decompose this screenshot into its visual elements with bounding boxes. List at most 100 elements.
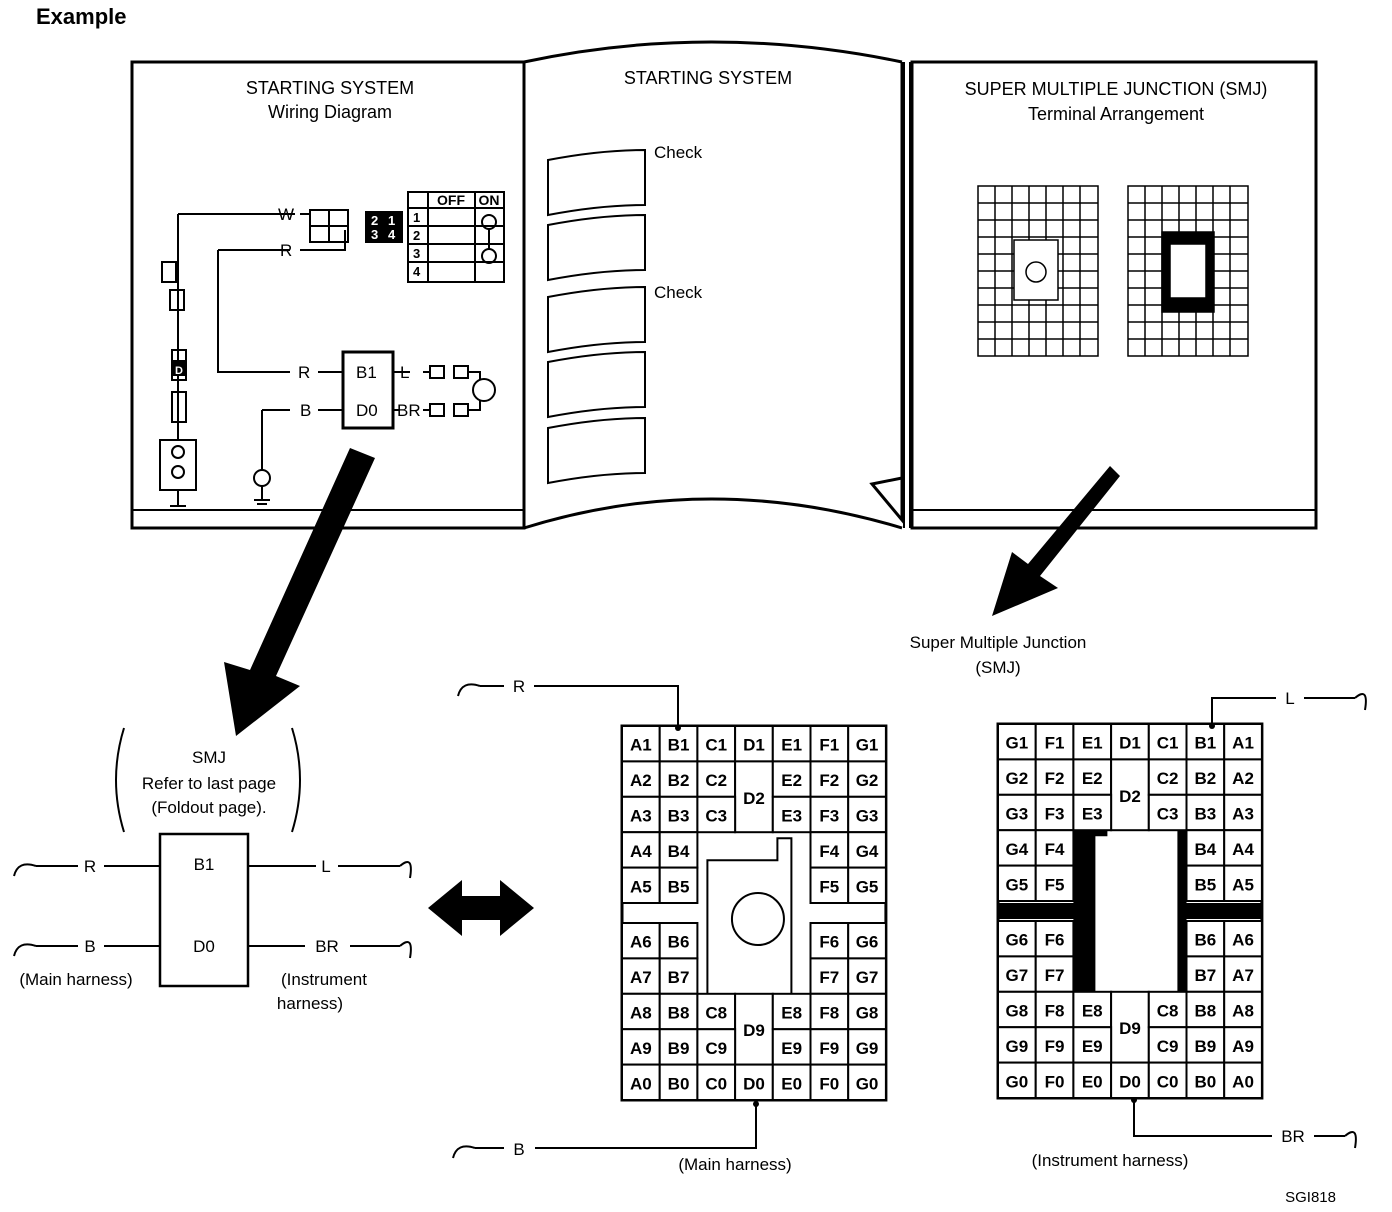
terminal-cell <box>997 758 1037 796</box>
middle-page-title: STARTING SYSTEM <box>624 68 792 88</box>
terminal-label: C1 <box>1157 734 1179 753</box>
wire-l-label: L <box>400 363 409 382</box>
terminal-label: B8 <box>1194 1002 1216 1021</box>
box-term-b1-label: B1 <box>194 855 215 874</box>
terminal-cell <box>1223 758 1263 796</box>
terminal-cell <box>809 957 850 995</box>
terminal-cell <box>1147 723 1188 761</box>
terminal-label: A2 <box>630 771 652 790</box>
smj-note-line-2: Refer to last page <box>142 774 276 793</box>
terminal-label: B6 <box>1194 931 1216 950</box>
terminal-cell <box>658 1063 699 1101</box>
wire-b-label: B <box>300 401 311 420</box>
terminal-cell <box>997 1061 1037 1099</box>
terminal-cell <box>696 1063 737 1101</box>
terminal-cell <box>1072 1026 1113 1064</box>
terminal-label: F9 <box>1045 1037 1065 1056</box>
terminal-label: G3 <box>1006 805 1029 824</box>
terminal-label: E2 <box>781 771 802 790</box>
terminal-label: E0 <box>781 1074 802 1093</box>
terminal-label: B3 <box>1194 805 1216 824</box>
switch-header-off: OFF <box>437 192 465 208</box>
terminal-tap-b1 <box>1209 723 1215 729</box>
terminal-label: E3 <box>781 807 802 826</box>
terminal-label: A1 <box>630 736 652 755</box>
terminal-label: F1 <box>819 736 839 755</box>
terminal-cell <box>997 723 1037 761</box>
terminal-cell <box>1034 864 1075 902</box>
terminal-label: D1 <box>743 736 765 755</box>
check-label-2: Check <box>654 283 703 302</box>
figure-code: SGI818 <box>1285 1189 1336 1206</box>
terminal-cell <box>771 760 812 798</box>
term-d0-label: D0 <box>356 401 378 420</box>
mini-grid-instrument <box>1127 185 1249 357</box>
note-bracket-left <box>115 727 125 833</box>
inst-wire-l-label: L <box>1285 689 1294 708</box>
terminal-cell <box>1223 1026 1263 1064</box>
terminal-cell <box>847 1063 887 1101</box>
terminal-label: B4 <box>1194 840 1216 859</box>
box-caption-main: (Main harness) <box>19 970 132 989</box>
box-caption-instrument-1: (Instrument <box>281 970 367 989</box>
terminal-label: F6 <box>819 933 839 952</box>
terminal-label: B1 <box>668 736 690 755</box>
terminal-label: B7 <box>1194 966 1216 985</box>
note-bracket-right <box>291 727 301 833</box>
terminal-label: A4 <box>630 842 652 861</box>
terminal-label: B2 <box>668 771 690 790</box>
terminal-label: A8 <box>1232 1002 1254 1021</box>
left-page-subtitle: Wiring Diagram <box>268 102 392 122</box>
wiring-diagram <box>159 191 505 511</box>
terminal-label: B5 <box>1194 875 1216 894</box>
terminal-label: D9 <box>743 1021 765 1040</box>
term-b1-label: B1 <box>356 363 377 382</box>
terminal-label: F0 <box>819 1074 839 1093</box>
connector-number-2: 1 <box>388 213 395 228</box>
terminal-cell <box>847 831 887 869</box>
terminal-label: E9 <box>781 1039 802 1058</box>
wire-w-label: W <box>278 205 294 224</box>
terminal-label: A4 <box>1232 840 1254 859</box>
heading: Example <box>36 4 127 29</box>
terminal-cell <box>658 831 699 869</box>
terminal-cell <box>1185 1061 1226 1099</box>
terminal-cell <box>621 725 661 763</box>
terminal-cell <box>809 922 850 960</box>
terminal-label: D1 <box>1119 734 1141 753</box>
terminal-cell <box>1147 1061 1188 1099</box>
mini-grid-main <box>977 185 1099 357</box>
terminal-label: B9 <box>668 1039 690 1058</box>
terminal-cell <box>1185 955 1226 993</box>
terminal-label: G0 <box>856 1074 879 1093</box>
terminal-label: F8 <box>1045 1002 1065 1021</box>
switch-header-on: ON <box>479 192 500 208</box>
terminal-label: G5 <box>1006 875 1029 894</box>
terminal-cell <box>1034 920 1075 958</box>
terminal-label: G2 <box>856 771 879 790</box>
terminal-label: A0 <box>630 1074 652 1093</box>
terminal-label: A6 <box>630 933 652 952</box>
terminal-label: G9 <box>1006 1037 1029 1056</box>
terminal-cell <box>997 864 1037 902</box>
terminal-label: G2 <box>1006 769 1029 788</box>
terminal-label: G5 <box>856 877 879 896</box>
terminal-cell <box>734 760 774 834</box>
terminal-label: G1 <box>1006 734 1029 753</box>
terminal-label: F4 <box>1045 840 1065 859</box>
terminal-label: F2 <box>1045 769 1065 788</box>
box-wire-l-label: L <box>321 857 330 876</box>
terminal-label: A1 <box>1232 734 1254 753</box>
terminal-label: D2 <box>743 789 765 808</box>
terminal-cell <box>997 793 1037 832</box>
grid-center-hole <box>730 892 785 946</box>
terminal-cell <box>1223 829 1263 867</box>
terminal-cell <box>771 1063 812 1101</box>
terminal-label: E1 <box>781 736 802 755</box>
terminal-label: D2 <box>1119 787 1141 806</box>
wire-r-top-label: R <box>280 241 292 260</box>
terminal-label: G4 <box>856 842 879 861</box>
terminal-label: D9 <box>1119 1019 1141 1038</box>
terminal-label: G7 <box>856 968 879 987</box>
